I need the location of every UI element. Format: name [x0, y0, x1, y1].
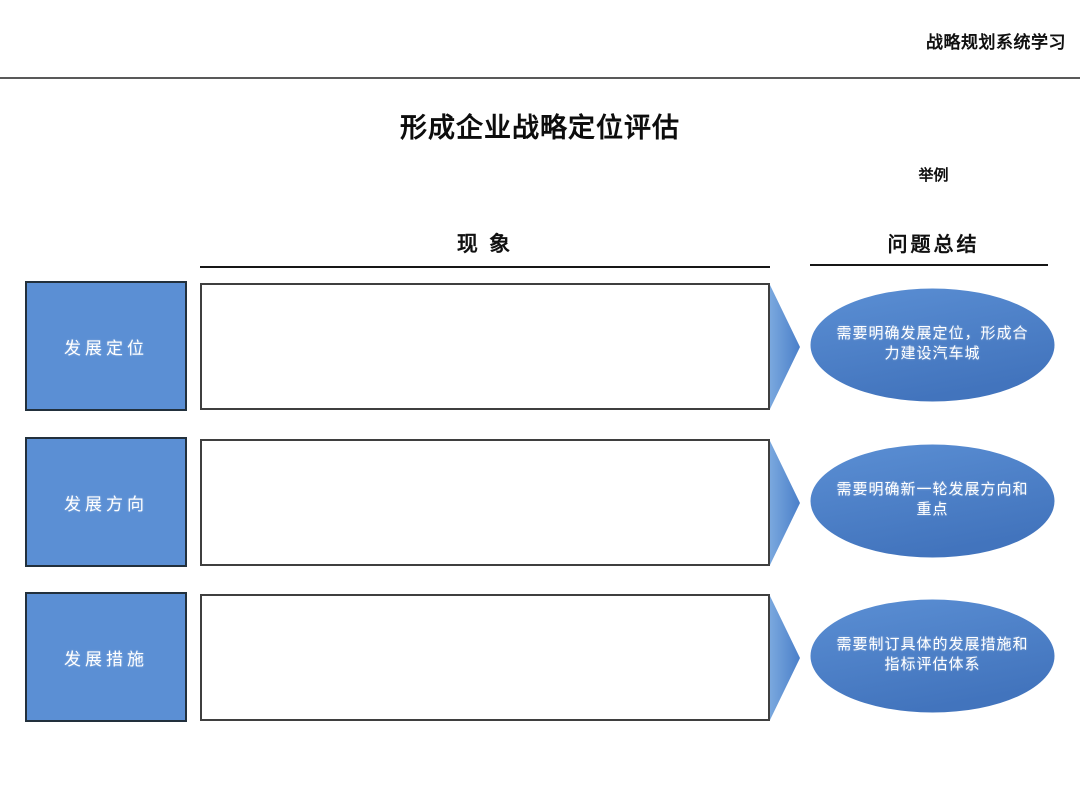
summary-ellipse: 需要制订具体的发展措施和指标评估体系: [810, 599, 1055, 713]
category-box-label: 发展措施: [64, 649, 148, 669]
column-header-phenomenon-underline: [200, 266, 770, 268]
table-row: 发展方向 需要明确新一轮发展方向和重点: [0, 437, 1080, 567]
table-row: 发展措施 需要制订具体的发展措施和指标评估体系: [0, 592, 1080, 722]
column-header-phenomenon: 现 象: [456, 232, 514, 256]
arrow-right-icon: [768, 594, 804, 722]
phenomenon-content-box[interactable]: [200, 439, 770, 566]
summary-ellipse-label: 需要明确发展定位，形成合力建设汽车城: [836, 326, 1029, 362]
summary-ellipse-label: 需要明确新一轮发展方向和重点: [836, 482, 1029, 518]
phenomenon-content-box[interactable]: [200, 594, 770, 721]
arrow-right-icon: [768, 439, 804, 567]
category-box-development-direction[interactable]: 发展方向: [25, 437, 187, 567]
table-row: 发展定位 需要明确发展定位，形成合力建设汽车城: [0, 281, 1080, 411]
summary-ellipse-label: 需要制订具体的发展措施和指标评估体系: [836, 637, 1029, 673]
header-title: 战略规划系统学习: [926, 33, 1066, 52]
page-title: 形成企业战略定位评估: [400, 113, 680, 143]
arrow-right-icon: [768, 283, 804, 411]
header-divider: [0, 77, 1080, 79]
column-header-summary-underline: [810, 264, 1048, 266]
slide-header: 战略规划系统学习: [0, 0, 1080, 80]
category-box-label: 发展方向: [64, 494, 148, 514]
category-box-development-measures[interactable]: 发展措施: [25, 592, 187, 722]
summary-ellipse: 需要明确发展定位，形成合力建设汽车城: [810, 288, 1055, 402]
category-box-label: 发展定位: [64, 338, 148, 358]
example-label: 举例: [918, 167, 949, 184]
category-box-development-positioning[interactable]: 发展定位: [25, 281, 187, 411]
column-header-summary: 问题总结: [887, 234, 980, 256]
phenomenon-content-box[interactable]: [200, 283, 770, 410]
summary-ellipse: 需要明确新一轮发展方向和重点: [810, 444, 1055, 558]
